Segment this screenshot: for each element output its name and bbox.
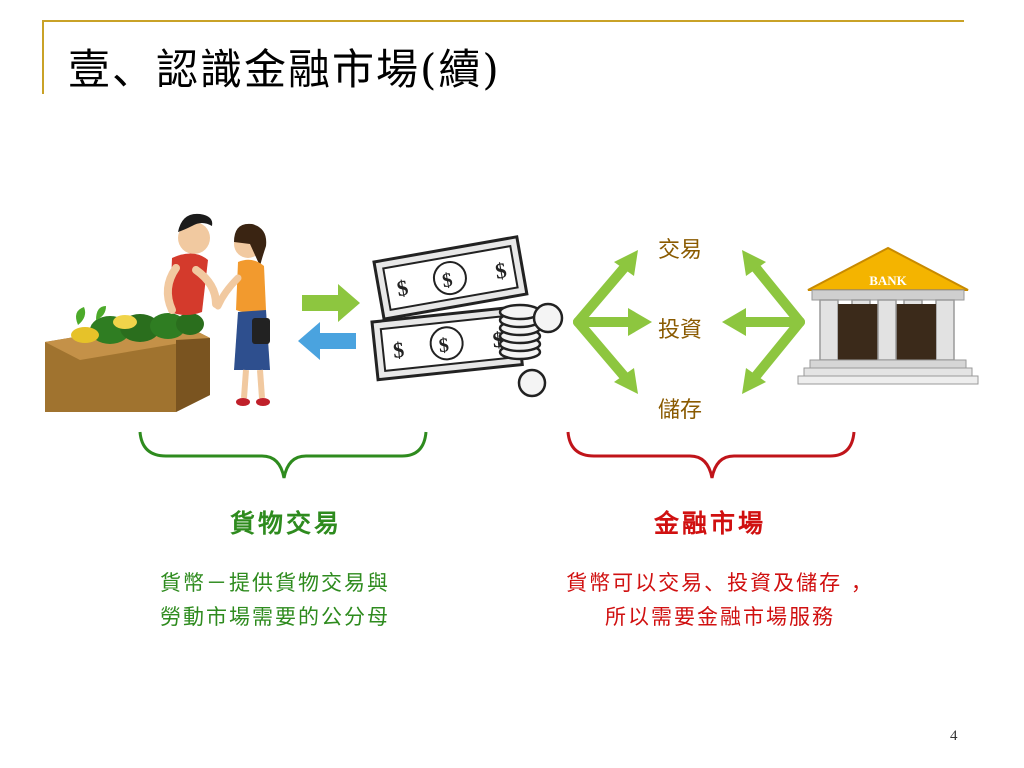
branch-arrows-left [573,263,637,381]
right-heading: 金融市場 [653,509,766,538]
branch-arrowheads-left [614,250,652,394]
left-description-line-1: 貨幣－提供貨物交易與 [160,571,390,595]
option-invest-label: 投資 [658,318,703,343]
branch-arrows-right [737,263,805,381]
left-heading: 貨物交易 [229,509,342,538]
bank-building-icon: BANK [797,246,979,385]
bank-sign: BANK [869,273,907,288]
right-brace [566,431,856,479]
left-brace [138,431,428,479]
svg-text:$: $ [493,257,508,284]
left-description-line-2: 勞動市場需要的公分母 [160,605,390,629]
arrow-right-icon [302,284,360,322]
page-number: 4 [950,728,958,744]
option-save-label: 儲存 [658,398,703,423]
right-description: 貨幣可以交易、投資及儲存 ， 所以需要金融市場服務 [520,566,920,634]
title-rule-vertical [42,20,44,94]
svg-text:$: $ [438,334,450,357]
svg-text:$: $ [392,337,406,363]
slide-title: 壹、認識金融市場(續) [68,45,501,94]
branch-arrowheads-right [722,250,766,394]
money-stack-icon: $ $ $ $ $ $ [370,235,564,398]
svg-text:$: $ [395,275,410,302]
option-trade-label: 交易 [658,238,703,263]
title-rule-horizontal [42,20,964,22]
exchange-arrows [298,284,360,360]
arrow-left-icon [298,322,356,360]
right-description-line-1: 貨幣可以交易、投資及儲存 ， [566,571,874,595]
left-description: 貨幣－提供貨物交易與 勞動市場需要的公分母 [120,566,430,634]
svg-text:$: $ [441,269,455,292]
right-description-line-2: 所以需要金融市場服務 [605,605,835,629]
market-vendor-illustration [45,213,270,412]
